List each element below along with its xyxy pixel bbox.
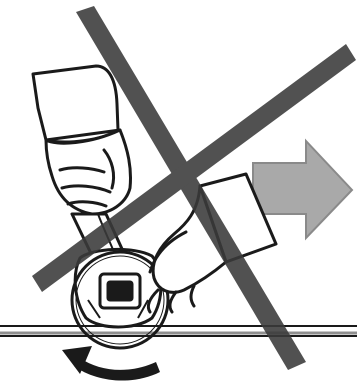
curved-arrow-left-icon <box>62 346 160 381</box>
work-surface-line <box>0 326 357 336</box>
glove-left-hand <box>33 66 131 214</box>
